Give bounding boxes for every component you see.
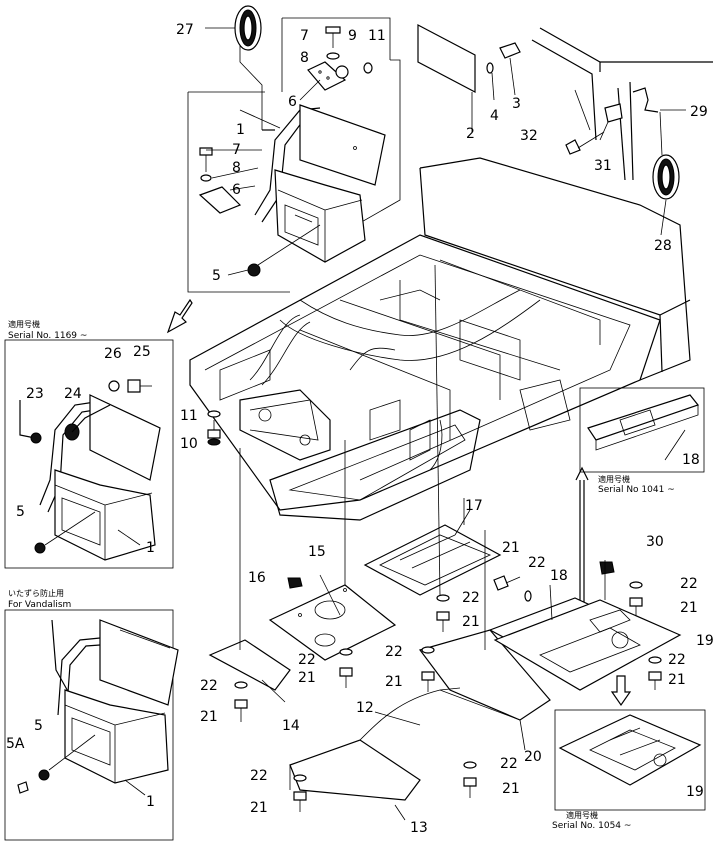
bolt-set-g bbox=[648, 656, 662, 690]
callout-22f: 22 bbox=[668, 652, 686, 668]
callout-15: 15 bbox=[308, 544, 326, 560]
callout-4: 4 bbox=[490, 108, 499, 124]
callout-26: 26 bbox=[104, 346, 122, 362]
inset-captions: 適用号機 Serial No. 1169 ~ いたずら防止用 For Vanda… bbox=[8, 319, 675, 831]
callout-21a: 21 bbox=[502, 540, 520, 556]
inset-serial-1169 bbox=[4, 339, 174, 569]
callout-22g: 22 bbox=[200, 678, 218, 694]
callout-24: 24 bbox=[64, 386, 82, 402]
callout-22d: 22 bbox=[298, 652, 316, 668]
fasteners-10-11 bbox=[207, 410, 221, 446]
callout-6: 6 bbox=[288, 94, 297, 110]
inset-vandalism bbox=[4, 609, 179, 841]
seat-stand-assembly bbox=[187, 17, 401, 293]
callout-21c: 21 bbox=[462, 614, 480, 630]
caption-1054-jp: 適用号機 bbox=[566, 810, 598, 820]
callout-30: 30 bbox=[646, 534, 664, 550]
callout-23: 23 bbox=[26, 386, 44, 402]
projection-lines bbox=[239, 264, 606, 650]
caption-1169-serial: Serial No. 1169 ~ bbox=[8, 331, 87, 341]
callout-21b: 21 bbox=[680, 600, 698, 616]
callout-1c: 1 bbox=[146, 794, 155, 810]
bolt-set-e bbox=[493, 575, 532, 602]
callout-16: 16 bbox=[248, 570, 266, 586]
callout-21d: 21 bbox=[298, 670, 316, 686]
inset-serial-1054 bbox=[554, 709, 706, 811]
floor-plates bbox=[208, 524, 682, 801]
callout-21e: 21 bbox=[385, 674, 403, 690]
callout-18b: 18 bbox=[682, 452, 700, 468]
callout-27: 27 bbox=[176, 22, 194, 38]
plate-2 bbox=[417, 24, 521, 93]
leader-lines bbox=[117, 57, 686, 821]
callout-25: 25 bbox=[133, 344, 151, 360]
callout-5a: 5A bbox=[6, 736, 25, 752]
floor-frame bbox=[189, 157, 691, 521]
callout-21i: 21 bbox=[250, 800, 268, 816]
callout-22h: 22 bbox=[500, 756, 518, 772]
callout-1b: 1 bbox=[146, 540, 155, 556]
callout-18: 18 bbox=[550, 568, 568, 584]
bracket-29-31-32 bbox=[565, 87, 680, 200]
callout-12: 12 bbox=[356, 700, 374, 716]
callout-14: 14 bbox=[282, 718, 300, 734]
callout-21f: 21 bbox=[668, 672, 686, 688]
callout-3: 3 bbox=[512, 96, 521, 112]
callouts: 27 7 9 11 8 6 1 7 8 6 5 2 4 3 32 31 29 2… bbox=[6, 22, 713, 836]
callout-22e: 22 bbox=[385, 644, 403, 660]
bolt-set-c bbox=[436, 594, 450, 632]
callout-22b: 22 bbox=[680, 576, 698, 592]
callout-8b: 8 bbox=[232, 160, 241, 176]
bolt-set-d bbox=[421, 646, 435, 692]
callout-9: 9 bbox=[348, 28, 357, 44]
callout-17: 17 bbox=[465, 498, 483, 514]
callout-22a: 22 bbox=[528, 555, 546, 571]
callout-21g: 21 bbox=[200, 709, 218, 725]
caption-1169-jp: 適用号機 bbox=[8, 319, 40, 329]
callout-28: 28 bbox=[654, 238, 672, 254]
callout-21h: 21 bbox=[502, 781, 520, 797]
callout-5b: 5 bbox=[16, 504, 25, 520]
callout-1: 1 bbox=[236, 122, 245, 138]
callout-11: 11 bbox=[368, 28, 386, 44]
bolt-set-i bbox=[293, 774, 307, 812]
callout-5: 5 bbox=[212, 268, 221, 284]
callout-8: 8 bbox=[300, 50, 309, 66]
callout-32: 32 bbox=[520, 128, 538, 144]
bolt-set-f bbox=[629, 581, 643, 616]
arrow-up bbox=[575, 466, 589, 605]
fasteners-top bbox=[198, 26, 373, 277]
callout-20: 20 bbox=[524, 749, 542, 765]
bolts-21-washers-22 bbox=[234, 575, 662, 812]
callout-7b: 7 bbox=[232, 142, 241, 158]
caption-1054-serial: Serial No. 1054 ~ bbox=[552, 821, 631, 831]
caption-1041-serial: Serial No 1041 ~ bbox=[598, 485, 675, 495]
callout-6b: 6 bbox=[232, 182, 241, 198]
callout-7: 7 bbox=[300, 28, 309, 44]
callout-22i: 22 bbox=[250, 768, 268, 784]
callout-5c: 5 bbox=[34, 718, 43, 734]
callout-19b: 19 bbox=[686, 784, 704, 800]
callout-22c: 22 bbox=[462, 590, 480, 606]
callout-11b: 11 bbox=[180, 408, 198, 424]
callout-13: 13 bbox=[410, 820, 428, 836]
caption-vandalism: For Vandalism bbox=[8, 600, 71, 610]
caption-vandalism-jp: いたずら防止用 bbox=[8, 588, 64, 598]
callout-31: 31 bbox=[594, 158, 612, 174]
arrow-to-inset bbox=[166, 298, 193, 334]
cab-window-frame bbox=[531, 27, 713, 181]
bolt-set-b bbox=[339, 648, 353, 688]
handle-27 bbox=[205, 5, 262, 51]
callout-29: 29 bbox=[690, 104, 708, 120]
callout-2: 2 bbox=[466, 126, 475, 142]
arrow-down bbox=[610, 675, 632, 707]
caption-1041-jp: 適用号機 bbox=[598, 474, 630, 484]
bolt-set-h bbox=[463, 761, 477, 798]
inset-serial-1041 bbox=[579, 387, 705, 473]
callout-19: 19 bbox=[696, 633, 713, 649]
bolt-set-a bbox=[234, 681, 248, 722]
callout-10: 10 bbox=[180, 436, 198, 452]
